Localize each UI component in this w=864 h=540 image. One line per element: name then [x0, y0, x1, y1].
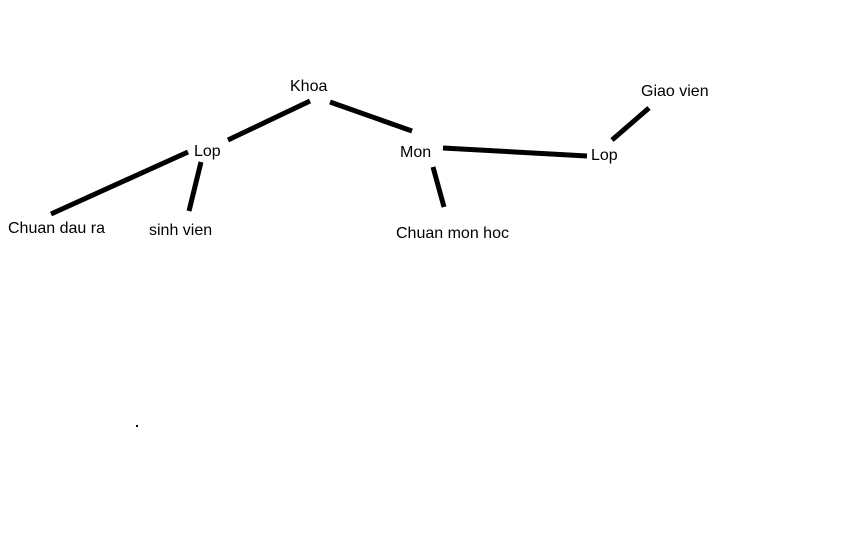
node-chuan-dau-ra: Chuan dau ra: [8, 220, 105, 237]
node-giao-vien: Giao vien: [641, 83, 709, 100]
node-mon: Mon: [400, 144, 432, 161]
node-lop-1: Lop: [194, 143, 221, 160]
edge-lop1-chuan-dau-ra: [49, 149, 190, 217]
edge-khoa-lop1: [226, 98, 312, 143]
node-chuan-mon-hoc: Chuan mon hoc: [396, 225, 509, 242]
edge-lop1-sinh-vien: [186, 161, 204, 212]
edge-mon-lop2: [442, 145, 588, 159]
edge-mon-chuan-mon-hoc: [430, 166, 447, 208]
edge-lop2-giao-vien: [610, 106, 651, 142]
stray-dot: [136, 425, 138, 427]
node-sinh-vien: sinh vien: [149, 222, 213, 239]
node-khoa: Khoa: [290, 78, 328, 95]
edge-khoa-mon: [329, 99, 413, 134]
node-lop-2: Lop: [591, 147, 618, 164]
